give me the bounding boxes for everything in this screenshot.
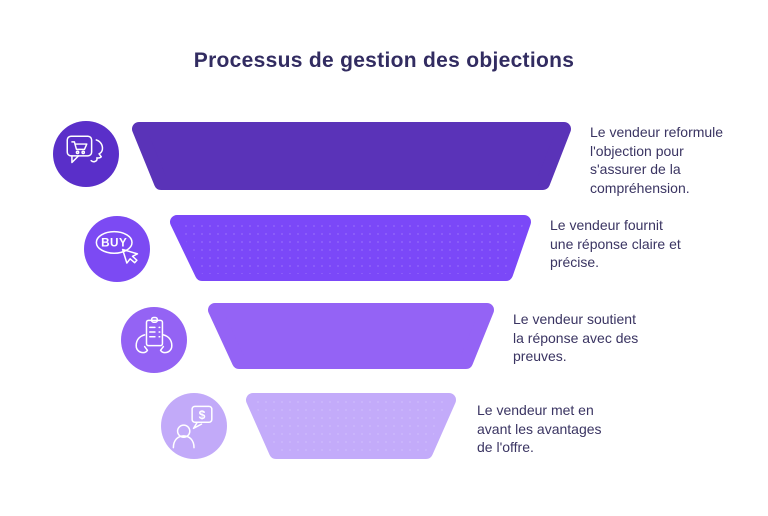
svg-text:BUY: BUY — [101, 237, 127, 250]
step4-line: avant les avantages — [477, 420, 602, 437]
funnel-segment-3 — [208, 303, 494, 369]
step3-line: preuves. — [513, 348, 567, 364]
step2-icon-circle: BUY — [84, 216, 150, 282]
funnel-segment-4-texture — [253, 400, 449, 452]
step4-icon-circle: $ — [161, 393, 227, 459]
step3-icon-circle — [121, 307, 187, 373]
speech-bubble-cart-face-icon — [66, 135, 104, 164]
step2-line: une réponse claire et — [550, 235, 681, 252]
clipboard-hands-icon — [135, 316, 173, 354]
step1-line: Le vendeur reformule — [590, 124, 724, 140]
step4-line: de l'offre. — [477, 439, 534, 455]
step3-line: la réponse avec des — [513, 329, 639, 346]
funnel-segment-1 — [132, 122, 571, 190]
step1-line: l'objection pour — [590, 142, 684, 159]
step3-line: Le vendeur soutient — [513, 311, 636, 327]
step2-line: précise. — [550, 254, 600, 270]
buy-cursor-icon: BUY — [95, 230, 139, 264]
step2-description: Le vendeur fournit une réponse claire et… — [550, 216, 681, 272]
step1-line: compréhension. — [590, 179, 690, 196]
step4-description: Le vendeur met en avant les avantages de… — [477, 401, 602, 457]
step2-line: Le vendeur fournit — [550, 217, 663, 233]
step1-line: s'assurer de la — [590, 161, 681, 177]
page-title: Processus de gestion des objections — [193, 49, 575, 72]
step3-description: Le vendeur soutient la réponse avec des … — [513, 310, 638, 366]
person-dollar-bubble-icon: $ — [172, 405, 213, 449]
funnel-segment-2-texture — [177, 222, 524, 274]
step1-icon-circle — [53, 121, 119, 187]
step1-description: Le vendeur reformule l'objection pour s'… — [590, 123, 723, 197]
step4-line: Le vendeur met en — [477, 402, 594, 418]
svg-text:$: $ — [199, 408, 206, 422]
